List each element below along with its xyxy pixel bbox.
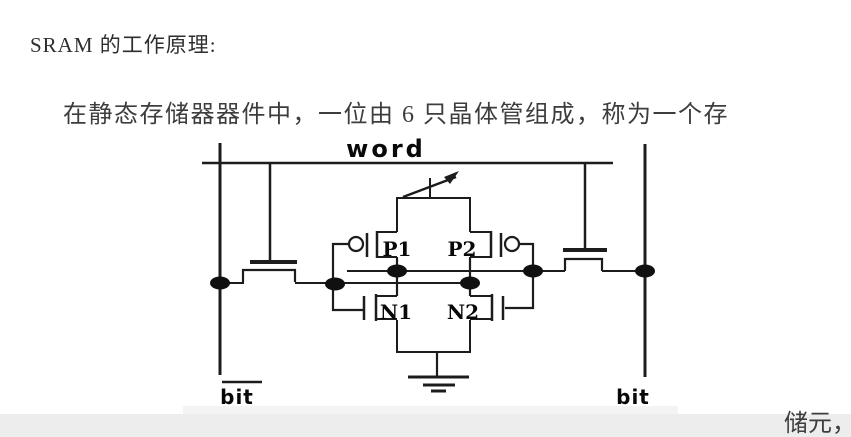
bit-left-label: bit bbox=[220, 385, 254, 409]
figure-shadow-light bbox=[183, 406, 678, 415]
paragraph-continuation: 储元， bbox=[784, 411, 851, 437]
transistor-n2-label: N2 bbox=[447, 300, 479, 324]
transistor-n2 bbox=[470, 294, 494, 321]
word-line-label: word bbox=[346, 135, 426, 163]
junction-dot bbox=[523, 264, 543, 278]
junction-dot bbox=[210, 276, 230, 290]
access-transistor-left bbox=[241, 163, 297, 282]
junction-dot bbox=[387, 264, 407, 278]
pmos-bubble-left bbox=[347, 235, 365, 253]
inverter-left-gate-rail bbox=[331, 233, 369, 320]
junction-dots bbox=[210, 264, 655, 291]
figure-shadow-band bbox=[0, 414, 851, 437]
pmos-bubble-right bbox=[503, 235, 521, 253]
page-title: SRAM 的工作原理: bbox=[30, 33, 217, 57]
transistor-n1-label: N1 bbox=[380, 300, 412, 324]
transistor-p2-label: P2 bbox=[448, 237, 477, 261]
junction-dot bbox=[635, 264, 655, 278]
vdd-arrowhead bbox=[444, 171, 459, 184]
transistor-p1 bbox=[375, 231, 397, 258]
bit-right-label: bit bbox=[616, 385, 650, 409]
ground-connection bbox=[396, 320, 471, 393]
transistor-p1-label: P1 bbox=[383, 237, 412, 261]
access-transistor-right bbox=[563, 163, 607, 271]
transistor-p2 bbox=[470, 231, 493, 258]
transistor-n1 bbox=[374, 294, 397, 321]
vdd-supply bbox=[396, 171, 471, 232]
junction-dot bbox=[325, 277, 345, 291]
junction-dot bbox=[460, 276, 480, 290]
paragraph-line: 在静态存储器器件中，一位由 6 只晶体管组成，称为一个存 bbox=[63, 102, 729, 128]
